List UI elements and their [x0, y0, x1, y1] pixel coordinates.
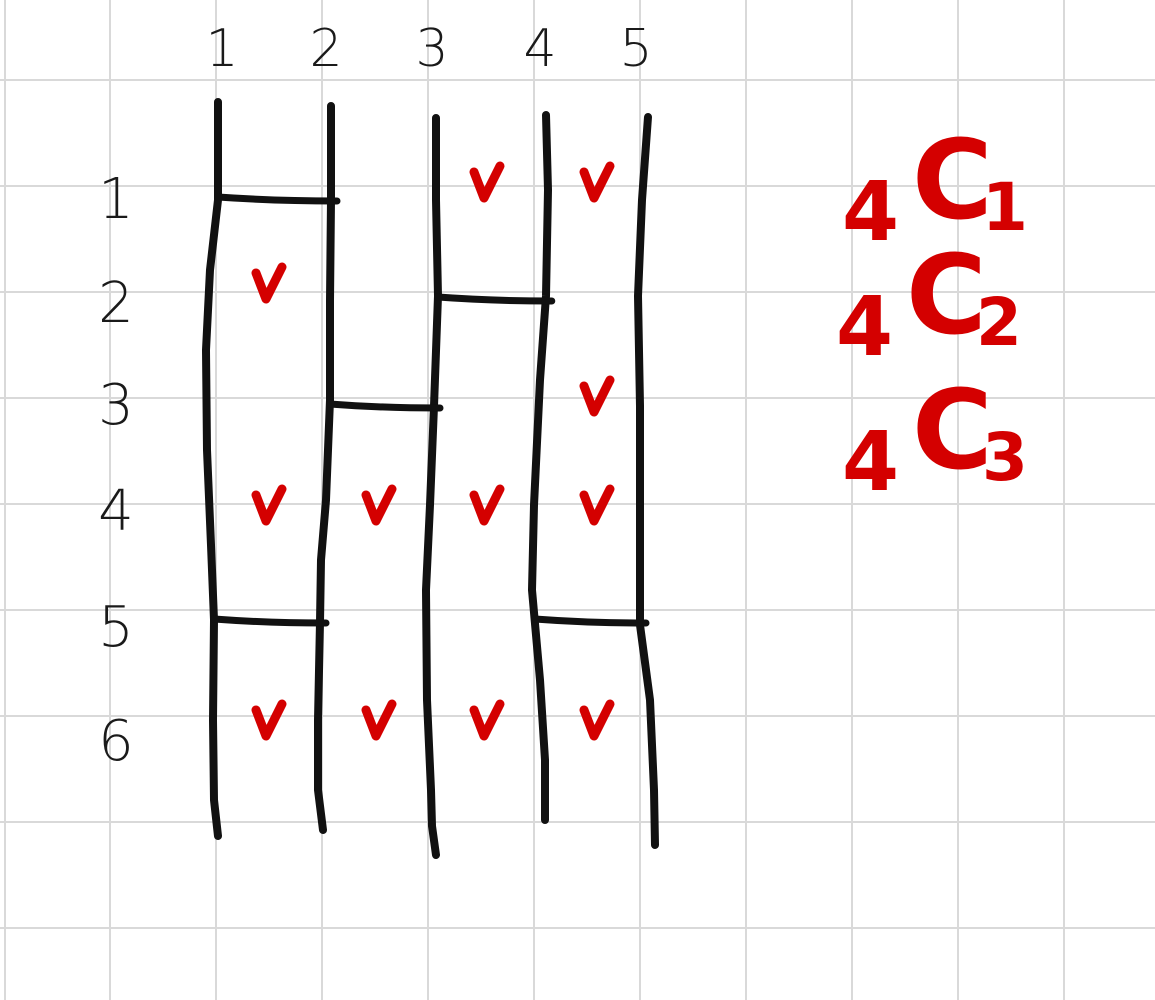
row-label: 5 [98, 595, 134, 660]
column-label: 1 [205, 19, 238, 79]
ladder-vertical-line [202, 98, 222, 840]
column-label: 2 [309, 19, 342, 79]
check-mark [251, 699, 287, 741]
check-mark [469, 161, 505, 203]
check-mark [251, 262, 287, 304]
ladder-rung [531, 615, 650, 627]
ladder-rung [434, 293, 556, 305]
combination-c: C [912, 366, 993, 494]
column-label: 3 [415, 19, 448, 79]
ladder-vertical-line [314, 102, 335, 834]
ladder-vertical-line [528, 111, 552, 824]
row-label: 1 [98, 167, 134, 232]
check-mark [361, 484, 397, 526]
column-label: 4 [523, 19, 556, 79]
check-marks [251, 161, 615, 741]
ladder-vertical-line [422, 114, 442, 859]
check-mark [579, 484, 615, 526]
check-mark [579, 699, 615, 741]
row-label: 6 [98, 709, 134, 774]
combination-n: 4 [836, 280, 893, 375]
ladder-rung [326, 400, 444, 412]
ladder-rung [214, 193, 341, 205]
combination-k: 1 [982, 169, 1028, 246]
column-label: 5 [619, 19, 652, 79]
ladder-rung [210, 615, 330, 627]
check-mark [361, 699, 397, 741]
column-labels: 1 2 3 4 5 [205, 19, 652, 79]
combination-c: C [912, 116, 993, 244]
check-mark [579, 375, 615, 417]
combination-n: 4 [842, 165, 899, 260]
combination-n: 4 [842, 415, 899, 510]
check-mark [469, 484, 505, 526]
row-label: 3 [98, 373, 134, 438]
check-mark [469, 699, 505, 741]
ladder-verticals [202, 98, 659, 859]
ladder-vertical-line [634, 113, 659, 849]
check-mark [579, 161, 615, 203]
row-label: 4 [98, 479, 134, 544]
ladder-rungs [210, 193, 650, 627]
check-mark [251, 484, 287, 526]
combination-k: 3 [982, 419, 1028, 496]
row-labels: 1 2 3 4 5 6 [98, 167, 134, 774]
row-label: 2 [98, 271, 134, 336]
combination-c: C [906, 231, 987, 359]
combination-k: 2 [976, 284, 1022, 361]
